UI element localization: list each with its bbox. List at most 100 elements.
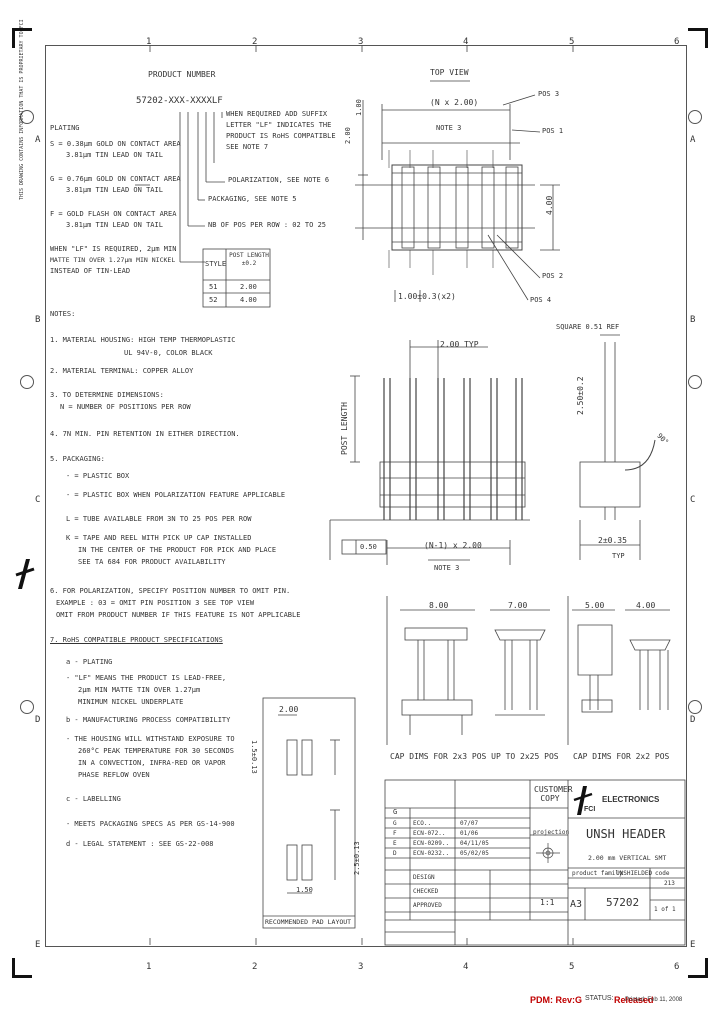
note-5d2: IN THE CENTER OF THE PRODUCT FOR PICK AN… <box>78 546 277 554</box>
plating-title: PLATING <box>50 124 80 132</box>
plating-g-line1: G = 0.76μm GOLD ON CONTACT AREA <box>50 175 181 183</box>
tb-approved: APPROVED <box>413 902 442 909</box>
cap-dim-400: 4.00 <box>636 601 656 610</box>
fci-logo-mark <box>577 786 587 815</box>
note-6c: OMIT FROM PRODUCT NUMBER IF THIS FEATURE… <box>56 611 301 619</box>
note-7b3: IN A CONVECTION, INFRA-RED OR VAPOR <box>78 759 226 767</box>
grid-top-4: 4 <box>463 37 469 47</box>
grid-top-3: 3 <box>358 37 364 47</box>
grid-bottom-6: 6 <box>674 962 680 972</box>
tb-rev-1: G <box>393 820 397 827</box>
callout-packaging: PACKAGING, SEE NOTE 5 <box>208 195 297 203</box>
tb-customer-copy: CUSTOMER COPY <box>534 785 573 803</box>
side-typ-200: 2.00 TYP <box>440 340 479 349</box>
callout-suffix-4: SEE NOTE 7 <box>226 143 269 151</box>
note-7a3: MINIMUM NICKEL UNDERPLATE <box>78 698 184 706</box>
note-5d3: SEE TA 684 FOR PRODUCT AVAILABILITY <box>78 558 226 566</box>
grid-left-a: A <box>35 135 41 145</box>
plating-lf-note-1: WHEN "LF" IS REQUIRED, 2μm MIN <box>50 245 177 253</box>
tb-revision: G <box>393 808 398 816</box>
top-view-title: TOP VIEW <box>430 68 469 77</box>
tb-company: ELECTRONICS <box>602 795 660 804</box>
pad-layout-label: RECOMMENDED PAD LAYOUT <box>265 918 352 926</box>
drawing-frame <box>45 45 687 947</box>
corner-mark-bl-v <box>12 958 15 978</box>
plating-s-line2: 3.81μm TIN LEAD ON TAIL <box>66 151 163 159</box>
plating-f-line2: 3.81μm TIN LEAD ON TAIL <box>66 221 163 229</box>
grid-right-b: B <box>690 315 696 325</box>
status-printed: Printed: Feb 11, 2008 <box>625 997 683 1003</box>
top-view-pos2: POS 2 <box>542 272 564 280</box>
tb-projection-label: projection <box>533 829 570 836</box>
note-3b: N = NUMBER OF POSITIONS PER ROW <box>60 403 191 411</box>
tb-rev-1-eco: ECO.. <box>413 820 432 827</box>
corner-mark-tl <box>12 28 32 31</box>
grid-left-b: B <box>35 315 41 325</box>
tb-rev-3-date: 04/11/05 <box>460 840 489 847</box>
grid-top-6: 6 <box>674 37 680 47</box>
pad-dim-v1: 1.5±0.13 <box>250 740 258 774</box>
side-dim-250: 2.50±0.2 <box>576 376 585 415</box>
top-view-note3: NOTE 3 <box>436 124 462 132</box>
tb-sheet: 1 of 1 <box>654 906 676 913</box>
notes-title: NOTES: <box>50 310 76 318</box>
cap-label-2x3: CAP DIMS FOR 2x3 POS UP TO 2x25 POS <box>390 752 559 761</box>
style-table-row1-length: 2.00 <box>240 283 257 291</box>
tb-rev-2: F <box>393 830 397 837</box>
note-5c: L = TUBE AVAILABLE FROM 3N TO 25 POS PER… <box>66 515 252 523</box>
top-view-pos1: POS 1 <box>542 127 564 135</box>
corner-mark-bl <box>12 975 32 978</box>
top-view-dim-bottom: 1.00±0.3(x2) <box>398 292 456 301</box>
top-view-dim-200-v: 2.00 <box>344 127 352 144</box>
punch-hole <box>20 375 34 389</box>
grid-bottom-4: 4 <box>463 962 469 972</box>
grid-bottom-1: 1 <box>146 962 152 972</box>
note-6a: 6. FOR POLARIZATION, SPECIFY POSITION NU… <box>50 587 291 595</box>
grid-right-e: E <box>690 940 696 950</box>
note-6b: EXAMPLE : 03 = OMIT PIN POSITION 3 SEE T… <box>56 599 255 607</box>
tb-rev-1-date: 07/07 <box>460 820 479 827</box>
note-7c1: - MEETS PACKAGING SPECS AS PER GS-14-900 <box>66 820 235 828</box>
note-7b4: PHASE REFLOW OVEN <box>78 771 150 779</box>
tb-number: 57202 <box>606 896 640 909</box>
grid-left-d: D <box>35 715 41 725</box>
side-note3: NOTE 3 <box>434 564 460 572</box>
tb-scale: 1:1 <box>540 898 555 907</box>
side-tol: 0.50 <box>360 543 377 551</box>
side-dim-n1: (N-1) x 2.00 <box>424 541 482 550</box>
top-view-pos4: POS 4 <box>530 296 552 304</box>
cap-dim-500: 5.00 <box>585 601 605 610</box>
grid-bottom-3: 3 <box>358 962 364 972</box>
plating-s-line1: S = 0.38μm GOLD ON CONTACT AREA <box>50 140 181 148</box>
note-5b: - = PLASTIC BOX WHEN POLARIZATION FEATUR… <box>66 491 286 499</box>
note-5a: - = PLASTIC BOX <box>66 472 130 480</box>
corner-mark-br-v <box>705 958 708 978</box>
corner-mark-tr <box>688 28 708 31</box>
top-view-pos3: POS 3 <box>538 90 560 98</box>
tb-code-label: code <box>655 870 670 877</box>
tb-title: UNSH HEADER <box>586 827 666 841</box>
tb-size: A3 <box>570 899 583 910</box>
note-7: 7. RoHS COMPATIBLE PRODUCT SPECIFICATION… <box>50 636 223 644</box>
grid-left-e: E <box>35 940 41 950</box>
status-pdm: PDM: Rev:G <box>530 995 583 1005</box>
style-table-header-style: STYLE <box>205 260 227 268</box>
tb-logo: FCI <box>584 806 596 813</box>
note-7c: c - LABELLING <box>66 795 121 803</box>
corner-mark-br <box>688 975 708 978</box>
callout-polarization: POLARIZATION, SEE NOTE 6 <box>228 176 330 184</box>
callout-suffix-1: WHEN REQUIRED ADD SUFFIX <box>226 110 328 118</box>
product-number-code: 57202-XXX-XXXXLF <box>136 96 223 106</box>
note-7b1: - THE HOUSING WILL WITHSTAND EXPOSURE TO <box>66 735 235 743</box>
grid-left-c: C <box>35 495 41 505</box>
punch-hole <box>688 110 702 124</box>
fci-logo-side <box>14 555 36 591</box>
corner-mark-tl-v <box>12 28 15 48</box>
callout-suffix-2: LETTER "LF" INDICATES THE <box>226 121 332 129</box>
punch-hole <box>688 375 702 389</box>
callout-positions: NB OF POS PER ROW : 02 TO 25 <box>208 221 327 229</box>
pad-dim-bottom: 1.50 <box>296 886 313 894</box>
note-7b2: 260°C PEAK TEMPERATURE FOR 30 SECONDS <box>78 747 234 755</box>
grid-right-d: D <box>690 715 696 725</box>
